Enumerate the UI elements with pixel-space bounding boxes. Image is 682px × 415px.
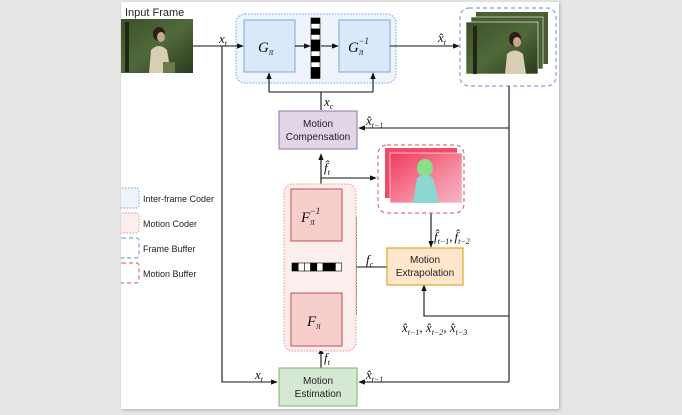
bit-cell: [310, 61, 321, 68]
connectors: [193, 43, 510, 385]
label-f-hat-prev: f̂t−1,f̂t−2: [434, 229, 470, 246]
label-f-hat-t: f̂t: [324, 160, 331, 177]
bit-cell: [310, 262, 318, 272]
motion-buffer: [377, 144, 465, 214]
bit-cell: [310, 23, 321, 30]
frame-buffer: [459, 7, 557, 87]
bit-cell: [310, 56, 321, 63]
label-x-hat-t: x̂t: [437, 30, 447, 47]
legend-label: Frame Buffer: [143, 244, 195, 254]
legend-item: Frame Buffer: [121, 237, 195, 259]
svg-text:Motion: Motion: [303, 119, 333, 130]
label-x-hat-t-minus-1-mc: x̂t−1: [365, 113, 383, 130]
bit-cell: [310, 39, 321, 46]
legend-swatch: [121, 262, 140, 284]
bitstream-g: [310, 17, 321, 79]
label-f-t: ft: [324, 350, 331, 367]
svg-text:Motion: Motion: [410, 255, 440, 266]
label-x-hat-t-minus-1-me: x̂t−1: [365, 367, 383, 384]
svg-text:Compensation: Compensation: [286, 132, 350, 143]
legend-label: Motion Coder: [143, 219, 197, 229]
g-pi-block: Gπ: [243, 19, 296, 73]
motion-compensation-block: Motion Compensation: [278, 110, 358, 150]
motion-estimation-block: Motion Estimation: [278, 367, 358, 407]
svg-text:Fπ: Fπ: [306, 314, 321, 331]
bit-cell: [310, 45, 321, 52]
legend-item: Inter-frame Coder: [121, 187, 214, 209]
bit-cell: [310, 34, 321, 41]
input-frame-image: [121, 19, 193, 73]
svg-text:Fπ−1: Fπ−1: [300, 206, 320, 227]
svg-text:Gπ: Gπ: [258, 40, 274, 57]
label-x-t-top: xt: [218, 31, 228, 48]
bitstream-f: [291, 262, 342, 272]
bit-cell: [335, 262, 342, 272]
legend-swatch: [121, 237, 140, 259]
legend-item: Motion Coder: [121, 212, 197, 234]
bit-cell: [328, 262, 336, 272]
svg-text:Motion: Motion: [303, 376, 333, 387]
bit-cell: [297, 262, 305, 272]
legend-label: Motion Buffer: [143, 269, 196, 279]
bit-cell: [310, 72, 321, 79]
bit-cell: [322, 262, 330, 272]
bit-cell: [310, 28, 321, 35]
architecture-diagram: Input Frame Gπ Gπ−1: [121, 7, 557, 407]
svg-text:Gπ−1: Gπ−1: [348, 36, 369, 57]
svg-text:Extrapolation: Extrapolation: [396, 268, 454, 279]
bit-cell: [304, 262, 311, 272]
bit-cell: [310, 17, 321, 24]
legend-label: Inter-frame Coder: [143, 194, 214, 204]
legend-swatch: [121, 212, 140, 234]
f-pi-inverse-block: Fπ−1: [290, 188, 343, 242]
figure-page: Input Frame Gπ Gπ−1: [121, 2, 559, 409]
svg-text:Estimation: Estimation: [295, 389, 342, 400]
legend-swatch: [121, 187, 140, 209]
bit-cell: [291, 262, 299, 272]
bit-cell: [316, 262, 324, 272]
label-x-hat-prev3: x̂t−1, x̂t−2, x̂t−3: [401, 320, 467, 337]
input-frame-label: Input Frame: [125, 7, 184, 19]
legend-item: Motion Buffer: [121, 262, 196, 284]
label-f-c: fc: [366, 252, 374, 269]
g-pi-inverse-block: Gπ−1: [338, 19, 391, 73]
f-pi-block: Fπ: [290, 292, 343, 347]
bit-cell: [310, 67, 321, 74]
label-x-t-bottom: xt: [254, 367, 264, 384]
motion-extrapolation-block: Motion Extrapolation: [386, 247, 464, 286]
bit-cell: [310, 50, 321, 57]
label-x-c: xc: [323, 94, 334, 111]
